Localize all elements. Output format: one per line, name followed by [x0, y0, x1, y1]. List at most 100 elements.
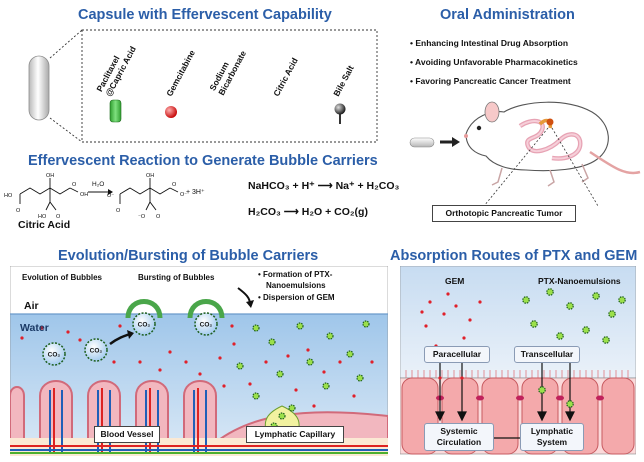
svg-text:O: O [72, 182, 77, 188]
ptx-nanoemulsion [252, 392, 260, 400]
evolution-label: Evolution of Bubbles [22, 273, 102, 282]
ptx-nanoemulsion [306, 358, 314, 366]
gem-molecule [184, 360, 188, 364]
ptx-nanoemulsion [618, 296, 626, 304]
ptx-nanoemulsion [556, 332, 564, 340]
ptx-nanoemulsion [546, 288, 554, 296]
gem-molecule [138, 360, 142, 364]
reaction-title: Effervescent Reaction to Generate Bubble… [28, 153, 378, 169]
ptx-nanoemulsion [582, 326, 590, 334]
blood-vessels [10, 388, 388, 454]
gem-molecule [20, 336, 24, 340]
gem-molecule [230, 324, 234, 328]
gem-molecule [478, 300, 482, 304]
reaction-proton: + 3H⁺ [186, 189, 205, 196]
ptx-nanoemulsion [278, 412, 286, 420]
gem-molecule [442, 312, 446, 316]
reaction-reagent: H₂O [92, 181, 105, 188]
gem-molecule [460, 376, 464, 380]
ptx-nanoemulsion [356, 374, 364, 382]
gem-molecule [468, 318, 472, 322]
ptx-nanoemulsion [252, 324, 260, 332]
ptx-nanoemulsion [236, 362, 244, 370]
ptx-nanoemulsion [608, 310, 616, 318]
oral-bullet-3: • Favoring Pancreatic Cancer Treatment [410, 76, 571, 86]
ptx-nanoemulsion [522, 296, 530, 304]
microvilli [405, 370, 629, 378]
ptx-nanoemulsion [530, 320, 538, 328]
co2-bubble: CO₂ [84, 338, 108, 362]
oral-bullet-2: • Avoiding Unfavorable Pharmacokinetics [410, 57, 578, 67]
svg-text:OH: OH [80, 192, 88, 198]
evolution-note-1: • Formation of PTX- [258, 270, 333, 279]
gem-molecule [66, 330, 70, 334]
gem-label: GEM [445, 276, 465, 286]
svg-text:O: O [172, 182, 177, 188]
gem-molecule [118, 324, 122, 328]
svg-text:HO: HO [38, 214, 47, 220]
gem-molecule [168, 350, 172, 354]
gem-molecule [446, 292, 450, 296]
gem-molecule [370, 360, 374, 364]
capsule-pill [28, 55, 50, 121]
oral-bullet-1: • Enhancing Intestinal Drug Absorption [410, 38, 569, 48]
bile-salt-icon [334, 103, 346, 115]
svg-text:O: O [56, 214, 61, 220]
gem-molecule [294, 388, 298, 392]
ptx-nanoemulsion [592, 292, 600, 300]
gem-molecule [438, 376, 442, 380]
gemcitabine-sphere [165, 106, 177, 118]
bursting-label: Bursting of Bubbles [138, 273, 215, 282]
ptx-nanoemulsion [566, 302, 574, 310]
gem-molecule [322, 370, 326, 374]
svg-text:⁻O: ⁻O [138, 214, 146, 220]
equation-1: NaHCO₃ + H⁺ ⟶ Na⁺ + H₂CO₃ [248, 180, 400, 192]
gem-molecule [232, 342, 236, 346]
svg-text:OH: OH [146, 173, 154, 179]
ptx-nanoemulsion [566, 400, 574, 408]
ingredient-box [81, 29, 378, 143]
co2-label: CO₂ [48, 352, 61, 359]
gem-molecule [312, 404, 316, 408]
paracellular-label: Paracellular [424, 346, 490, 363]
dose-arrow [452, 137, 460, 147]
co2-bubble: CO₂ [194, 312, 218, 336]
co2-label: CO₂ [200, 322, 213, 329]
ptx-label: PTX-Nanoemulsions [538, 276, 621, 286]
ptx-nanoemulsion [288, 404, 296, 412]
gem-molecule [248, 382, 252, 386]
ptx-nanoemulsion [276, 370, 284, 378]
equation-2: H₂CO₃ ⟶ H₂O + CO₂(g) [248, 206, 368, 218]
co2-label: CO₂ [138, 322, 151, 329]
svg-text:O: O [156, 214, 161, 220]
gem-molecule [222, 384, 226, 388]
oral-title: Oral Administration [440, 7, 575, 23]
air-label: Air [24, 300, 39, 312]
svg-text:O⁻: O⁻ [180, 192, 187, 198]
gem-molecule [218, 356, 222, 360]
gem-molecule [306, 348, 310, 352]
water-label: Water [20, 322, 49, 334]
ptx-nanoemulsion [296, 322, 304, 330]
gem-molecule [428, 300, 432, 304]
ptx-nanoemulsion [268, 338, 276, 346]
ptx-nanoemulsion [322, 382, 330, 390]
evolution-note-2: Nanoemulsions [266, 281, 326, 290]
transcellular-label: Transcellular [514, 346, 580, 363]
svg-text:O: O [16, 208, 21, 214]
capsule-title: Capsule with Effervescent Capability [78, 7, 332, 23]
citric-acid-label: Citric Acid [18, 219, 71, 231]
ptx-nanoemulsion [346, 350, 354, 358]
lymphatic-capillary-label: Lymphatic Capillary [246, 426, 344, 443]
evolution-note-3: • Dispersion of GEM [258, 293, 335, 302]
svg-text:OH: OH [46, 173, 54, 179]
small-capsule [409, 137, 435, 148]
ptx-nanoemulsion [326, 332, 334, 340]
gem-molecule [112, 360, 116, 364]
ptx-nanoemulsion [362, 320, 370, 328]
gem-molecule [424, 324, 428, 328]
mouse-illustration [409, 101, 641, 207]
